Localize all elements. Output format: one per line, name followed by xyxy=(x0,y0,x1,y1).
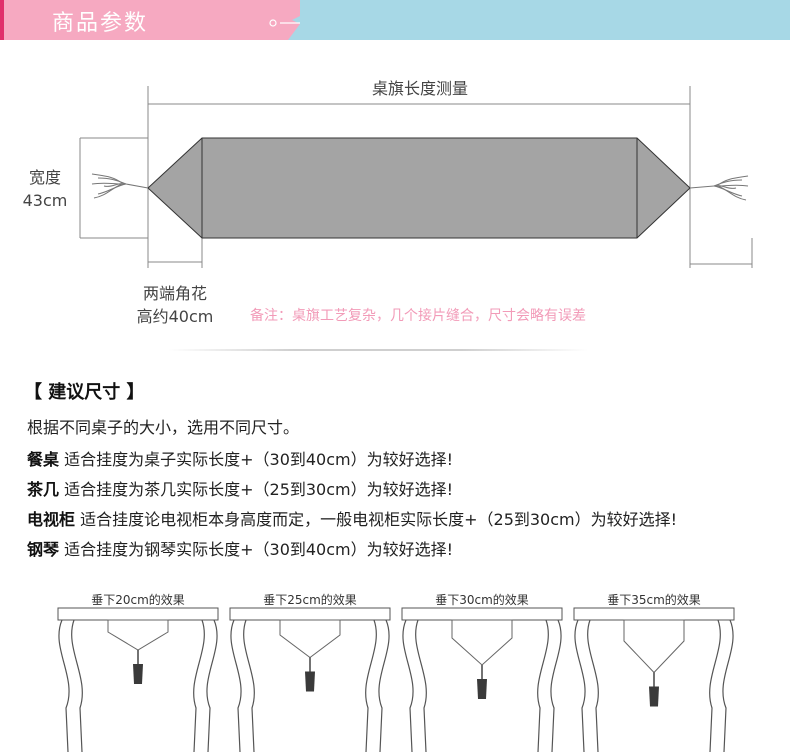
row-name: 电视柜 xyxy=(27,510,76,529)
section-title: 【 建议尺寸 】 xyxy=(24,382,145,403)
intro-text: 根据不同桌子的大小，选用不同尺寸。 xyxy=(27,418,300,437)
row-text: 适合挂度论电视柜本身高度而定，一般电视柜实际长度+（25到30cm）为较好选择! xyxy=(75,510,678,529)
suggest-row-tv: 电视柜 适合挂度论电视柜本身高度而定，一般电视柜实际长度+（25到30cm）为较… xyxy=(27,506,677,530)
note-text: 备注：桌旗工艺复杂，几个接片缝合，尺寸会略有误差 xyxy=(250,308,586,324)
row-name: 茶几 xyxy=(27,480,60,499)
table-top xyxy=(229,607,391,621)
tassel-icon xyxy=(649,686,659,707)
table-leg-right-inner xyxy=(537,619,549,752)
table-leg-right xyxy=(378,619,390,752)
table-leg-left-inner xyxy=(415,619,427,752)
header-banner xyxy=(0,0,790,40)
end-piece-label: 两端角花 高约40cm xyxy=(120,282,230,328)
table-leg-right xyxy=(550,619,562,752)
divider xyxy=(168,349,588,351)
runner-drop xyxy=(451,619,513,666)
effect-panels xyxy=(57,607,735,752)
end-piece-label-text: 两端角花 xyxy=(142,284,207,303)
effect-label-35: 垂下35cm的效果 xyxy=(607,593,701,607)
table-leg-right-inner xyxy=(365,619,377,752)
table-leg-right xyxy=(722,619,734,752)
effect-label-30: 垂下30cm的效果 xyxy=(435,593,529,607)
tassel-icon xyxy=(305,671,315,692)
table-top xyxy=(401,607,563,621)
width-value: 43cm xyxy=(22,191,68,210)
right-tassel-icon xyxy=(689,175,749,201)
runner-drop xyxy=(279,619,341,659)
table-top xyxy=(573,607,735,621)
table-top xyxy=(57,607,219,621)
width-label-text: 宽度 xyxy=(28,168,61,187)
row-name: 餐桌 xyxy=(27,450,60,469)
row-name: 钢琴 xyxy=(27,540,60,559)
table-leg-left xyxy=(574,619,586,752)
header-title: 商品参数 xyxy=(52,11,149,36)
table-leg-left-inner xyxy=(243,619,255,752)
length-label: 桌旗长度测量 xyxy=(371,79,468,98)
row-text: 适合挂度为钢琴实际长度+（30到40cm）为较好选择! xyxy=(59,540,454,559)
effect-label-20: 垂下20cm的效果 xyxy=(91,593,185,607)
left-tassel-icon xyxy=(91,173,149,199)
runner-diagram xyxy=(79,86,753,268)
table-leg-left xyxy=(402,619,414,752)
width-label: 宽度 43cm xyxy=(14,166,76,212)
suggest-row-dining: 餐桌 适合挂度为桌子实际长度+（30到40cm）为较好选择! xyxy=(27,446,453,470)
end-piece-value: 高约40cm xyxy=(136,307,214,326)
table-leg-right-inner xyxy=(709,619,721,752)
table-leg-left xyxy=(230,619,242,752)
effect-label-25: 垂下25cm的效果 xyxy=(263,593,357,607)
tassel-icon xyxy=(133,664,143,684)
row-text: 适合挂度为桌子实际长度+（30到40cm）为较好选择! xyxy=(59,450,454,469)
suggest-row-coffee: 茶几 适合挂度为茶几实际长度+（25到30cm）为较好选择! xyxy=(27,476,453,500)
table-leg-left xyxy=(58,619,70,752)
table-leg-right xyxy=(206,619,218,752)
runner-drop xyxy=(107,619,169,651)
table-leg-right-inner xyxy=(193,619,205,752)
suggest-row-piano: 钢琴 适合挂度为钢琴实际长度+（30到40cm）为较好选择! xyxy=(27,536,453,560)
table-leg-left-inner xyxy=(71,619,83,752)
runner-drop xyxy=(623,619,685,674)
tassel-icon xyxy=(477,679,487,699)
table-leg-left-inner xyxy=(587,619,599,752)
row-text: 适合挂度为茶几实际长度+（25到30cm）为较好选择! xyxy=(59,480,454,499)
